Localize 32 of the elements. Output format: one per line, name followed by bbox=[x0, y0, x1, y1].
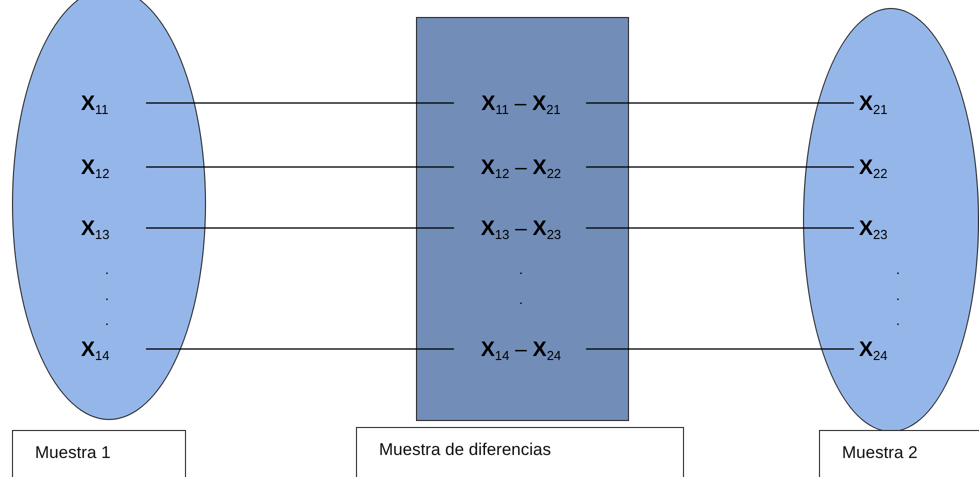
variable-label: X$_{12}$ – X$_{22}$ bbox=[459, 153, 583, 183]
difference-panel bbox=[416, 17, 629, 421]
connector-line bbox=[586, 166, 854, 168]
variable-label: X$_{24}$ bbox=[859, 335, 919, 365]
ellipsis-dot: . bbox=[896, 313, 900, 327]
connector-line bbox=[586, 227, 854, 229]
variable-label: X$_{11}$ bbox=[81, 89, 143, 119]
ellipsis-dot: . bbox=[519, 292, 523, 306]
ellipsis-dot: . bbox=[519, 262, 523, 276]
variable-label: X$_{13}$ – X$_{23}$ bbox=[459, 214, 583, 244]
ellipsis-dot: . bbox=[105, 313, 109, 327]
caption-box: Muestra de diferencias bbox=[356, 427, 684, 477]
variable-label: X$_{13}$ bbox=[81, 214, 143, 244]
variable-label: X$_{23}$ bbox=[859, 214, 919, 244]
variable-label: X$_{14}$ – X$_{24}$ bbox=[459, 335, 583, 365]
variable-label: X$_{11}$ – X$_{21}$ bbox=[459, 89, 583, 119]
connector-line bbox=[146, 166, 454, 168]
connector-line bbox=[146, 348, 454, 350]
connector-line bbox=[146, 227, 454, 229]
connector-line bbox=[146, 102, 454, 104]
caption-box: Muestra 2 bbox=[819, 430, 979, 477]
ellipsis-dot: . bbox=[105, 288, 109, 302]
ellipsis-dot: . bbox=[105, 262, 109, 276]
caption-box: Muestra 1 bbox=[12, 430, 186, 477]
connector-line bbox=[586, 102, 854, 104]
ellipsis-dot: . bbox=[896, 262, 900, 276]
variable-label: X$_{12}$ bbox=[81, 153, 143, 183]
variable-label: X$_{22}$ bbox=[859, 153, 919, 183]
variable-label: X$_{14}$ bbox=[81, 335, 143, 365]
variable-label: X$_{21}$ bbox=[859, 89, 919, 119]
connector-line bbox=[586, 348, 854, 350]
ellipsis-dot: . bbox=[896, 288, 900, 302]
